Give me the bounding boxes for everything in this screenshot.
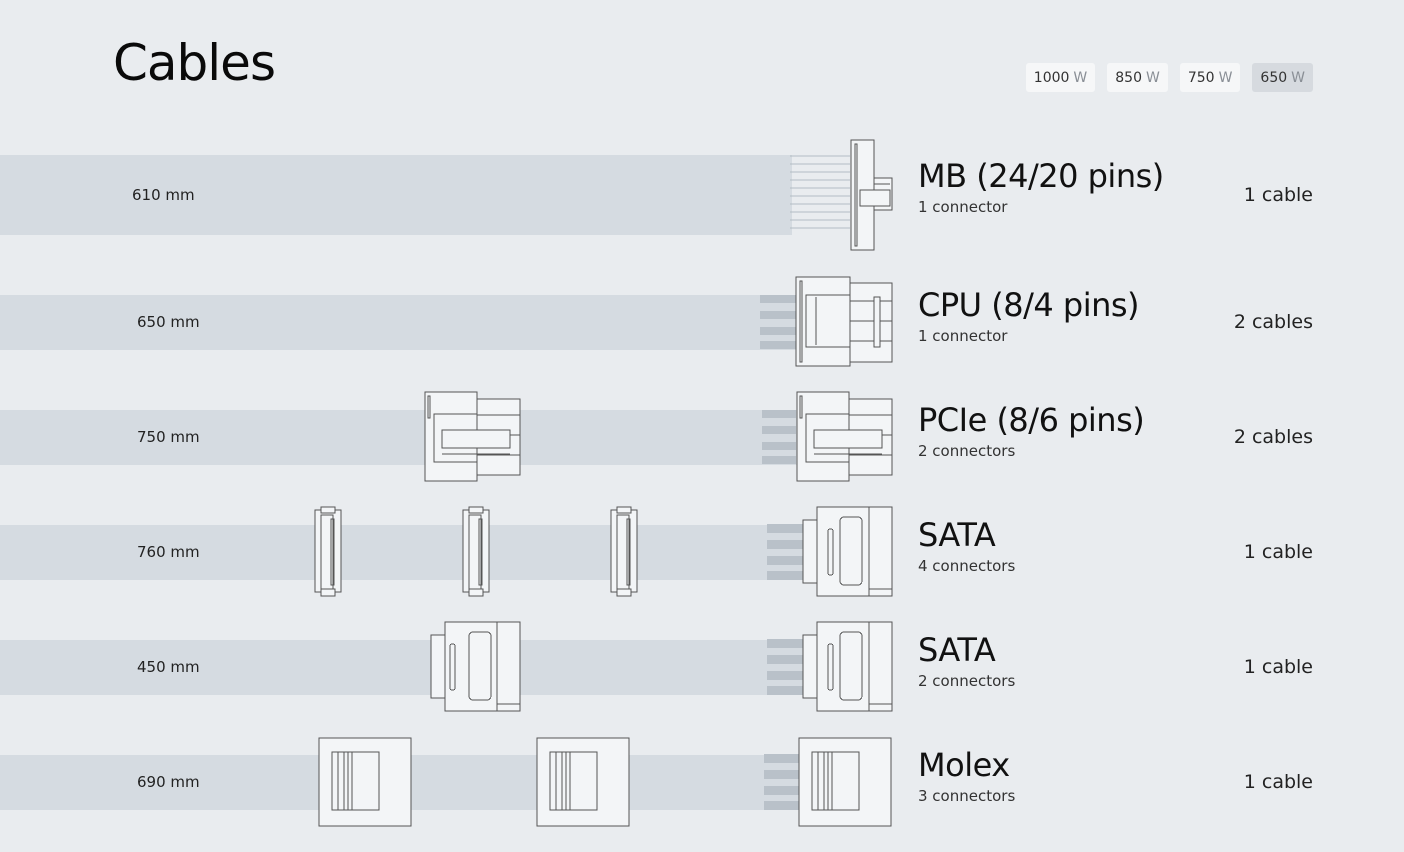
cable-name: SATA	[918, 631, 996, 669]
connector-count: 1 connector	[918, 327, 1008, 345]
cable-band	[0, 525, 818, 580]
cable-name: PCIe (8/6 pins)	[918, 401, 1145, 439]
pcie-connector-icon	[424, 391, 521, 482]
cable-label: MB (24/20 pins) 1 connector	[918, 160, 1164, 216]
connector-count: 4 connectors	[918, 557, 1016, 575]
sata-end-connector-icon	[767, 621, 893, 712]
connector-count: 2 connectors	[918, 672, 1016, 690]
cable-length: 610 mm	[132, 186, 195, 204]
pcie-connector-icon	[762, 391, 893, 482]
page-title: Cables	[113, 34, 276, 92]
wattage-value: 750	[1187, 69, 1215, 86]
sata-inline-connector-icon	[462, 506, 490, 597]
connector-count: 1 connector	[918, 198, 1008, 216]
cable-name: SATA	[918, 516, 996, 554]
cable-band	[0, 410, 797, 465]
cable-count: 2 cables	[1233, 426, 1313, 448]
cable-length: 760 mm	[137, 543, 200, 561]
wattage-unit: W	[1073, 69, 1088, 86]
wattage-value: 650	[1260, 69, 1288, 86]
sata-inline-connector-icon	[314, 506, 342, 597]
cable-name: CPU (8/4 pins)	[918, 286, 1140, 324]
wattage-unit: W	[1146, 69, 1160, 86]
cable-count: 1 cable	[1243, 656, 1313, 678]
cable-name: Molex	[918, 746, 1010, 784]
cable-length: 650 mm	[137, 313, 200, 331]
wattage-value: 850	[1115, 69, 1142, 86]
cable-label: SATA 4 connectors	[918, 519, 1015, 575]
cable-length: 750 mm	[137, 428, 200, 446]
cable-count: 1 cable	[1243, 184, 1313, 206]
wattage-unit: W	[1291, 69, 1305, 86]
cable-count: 1 cable	[1243, 771, 1313, 793]
mb-connector-icon	[790, 139, 893, 251]
cable-length: 690 mm	[137, 773, 200, 791]
molex-inline-connector-icon	[536, 737, 630, 827]
molex-end-connector-icon	[764, 737, 892, 827]
cable-label: PCIe (8/6 pins) 2 connectors	[918, 401, 1145, 460]
sata-end-connector-icon	[767, 506, 893, 597]
sata-inline-connector-icon	[430, 621, 521, 712]
wattage-unit: W	[1218, 69, 1233, 86]
connector-count: 3 connectors	[918, 787, 1016, 805]
wattage-value: 1000	[1033, 69, 1070, 86]
cable-label: SATA 2 connectors	[918, 634, 1015, 690]
sata-inline-connector-icon	[610, 506, 638, 597]
cable-label: Molex 3 connectors	[918, 749, 1015, 805]
cable-band	[0, 295, 797, 350]
cable-count: 1 cable	[1243, 541, 1313, 563]
cpu-connector-icon	[760, 276, 893, 367]
connector-count: 2 connectors	[918, 442, 1016, 460]
cable-length: 450 mm	[137, 658, 200, 676]
cable-count: 2 cables	[1233, 311, 1313, 333]
molex-inline-connector-icon	[318, 737, 412, 827]
cable-name: MB (24/20 pins)	[918, 157, 1164, 195]
cable-band	[0, 155, 792, 235]
cable-band	[0, 640, 818, 695]
cable-label: CPU (8/4 pins) 1 connector	[918, 286, 1140, 345]
